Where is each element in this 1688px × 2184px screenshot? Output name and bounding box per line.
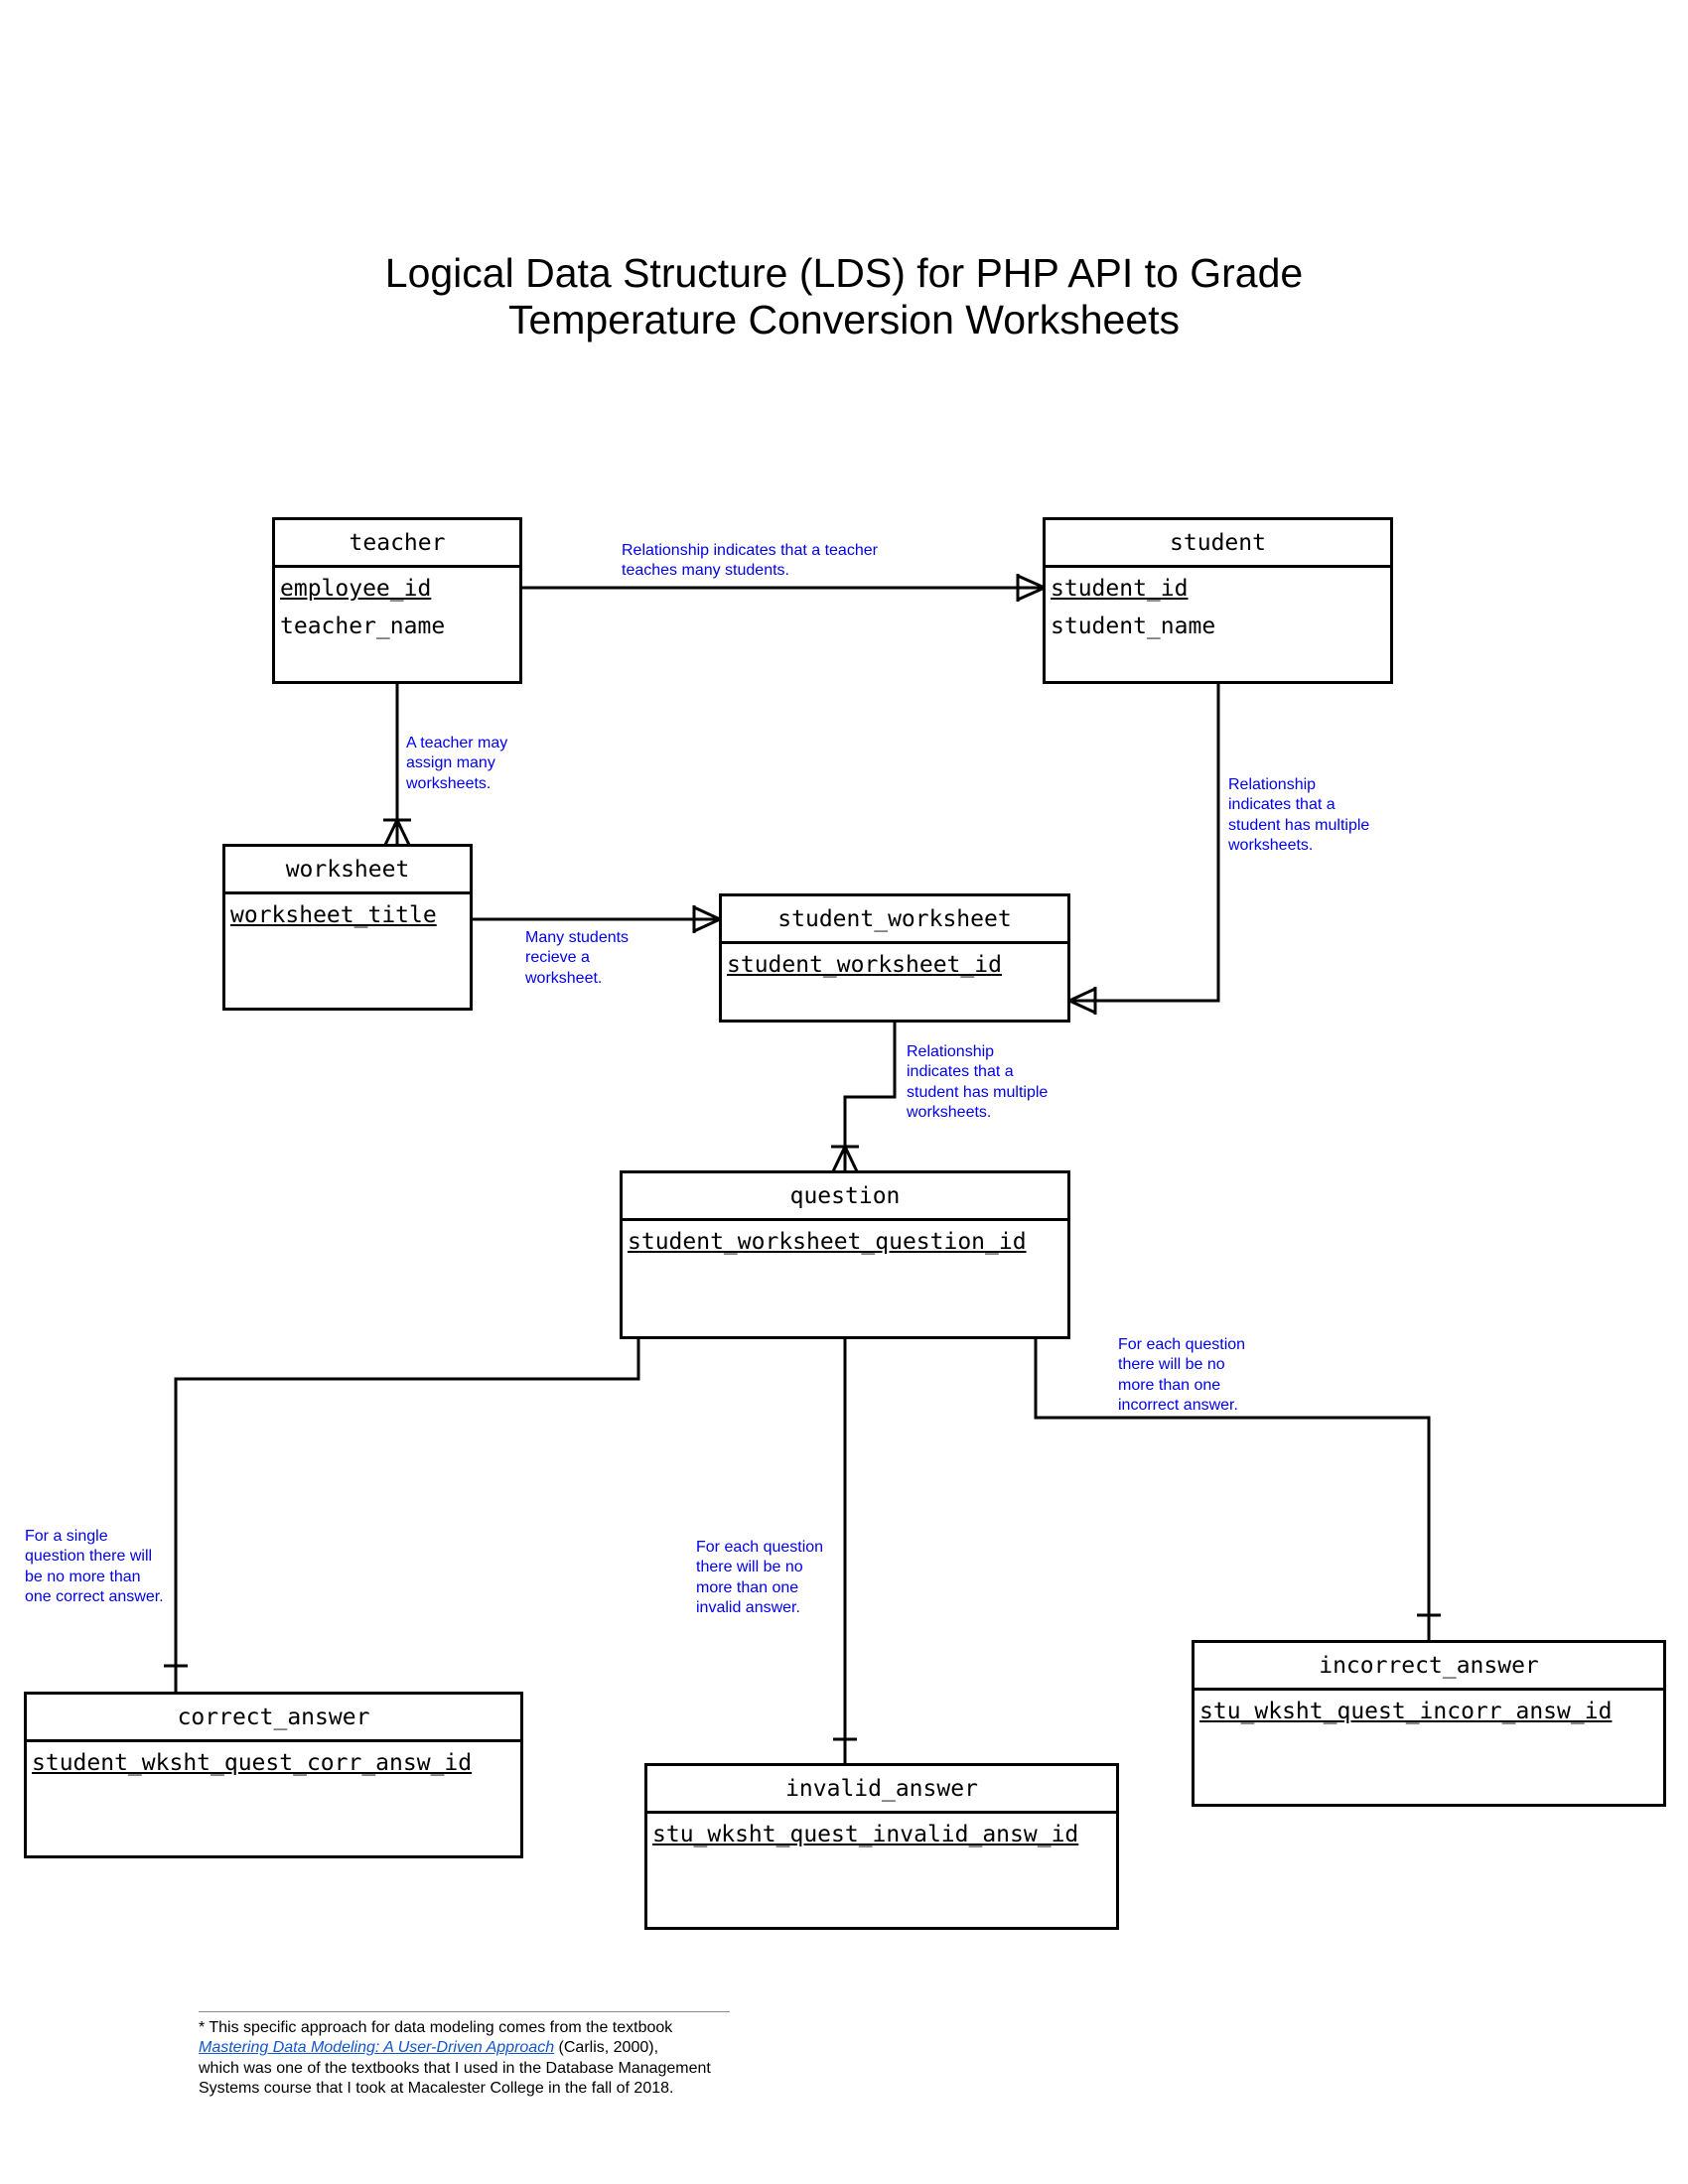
- entity-key-attribute: employee_id: [280, 576, 432, 602]
- crowfoot-student: [1016, 574, 1046, 602]
- crowfoot-question: [831, 1145, 859, 1172]
- footnote-citation: (Carlis, 2000),: [554, 2039, 659, 2057]
- entity-name: correct_answer: [27, 1695, 520, 1742]
- crowfoot-student-worksheet-right: [1068, 987, 1097, 1015]
- note-student-student-worksheet: Relationship indicates that a student ha…: [1228, 776, 1370, 854]
- entity-key-attribute: student_worksheet_question_id: [628, 1229, 1027, 1255]
- crowfoot-worksheet: [383, 818, 411, 846]
- crowfoot-student-worksheet-left: [692, 905, 721, 933]
- entity-key-attribute: student_worksheet_id: [727, 952, 1002, 978]
- note-question-invalid-answer: For each question there will be no more …: [696, 1539, 824, 1616]
- note-worksheet-student-worksheet: Many students recieve a worksheet.: [525, 929, 630, 987]
- entity-student: student student_id student_name: [1043, 517, 1393, 684]
- diagram-title: Logical Data Structure (LDS) for PHP API…: [0, 250, 1688, 343]
- entity-worksheet: worksheet worksheet_title: [222, 844, 473, 1011]
- entity-key-attribute: student_id: [1051, 576, 1189, 602]
- footnote-rest: which was one of the textbooks that I us…: [199, 2059, 711, 2097]
- entity-key-attribute: student_wksht_quest_corr_answ_id: [32, 1750, 473, 1776]
- entity-correct-answer: correct_answer student_wksht_quest_corr_…: [24, 1692, 523, 1858]
- line-question-incorrect-answer: [1034, 1338, 1431, 1641]
- entity-key-attribute: worksheet_title: [230, 902, 437, 928]
- note-teacher-student: Relationship indicates that a teacher te…: [622, 542, 878, 580]
- note-question-correct-answer: For a single question there will be no m…: [25, 1528, 164, 1605]
- entity-name: incorrect_answer: [1195, 1643, 1663, 1691]
- note-teacher-worksheet: A teacher may assign many worksheets.: [406, 735, 508, 792]
- title-line-2: Temperature Conversion Worksheets: [507, 297, 1181, 342]
- line-student-student-worksheet: [1069, 683, 1220, 1003]
- entity-key-attribute: stu_wksht_quest_incorr_answ_id: [1199, 1699, 1613, 1724]
- entity-name: invalid_answer: [647, 1766, 1116, 1814]
- entity-name: student_worksheet: [722, 896, 1067, 944]
- entity-question: question student_worksheet_question_id: [620, 1170, 1070, 1339]
- entity-key-attribute: stu_wksht_quest_invalid_answ_id: [652, 1822, 1079, 1847]
- entity-attribute: student_name: [1051, 614, 1216, 639]
- book-title-link[interactable]: Mastering Data Modeling: A User-Driven A…: [199, 2039, 555, 2057]
- entity-name: question: [623, 1173, 1067, 1221]
- entity-teacher: teacher employee_id teacher_name: [272, 517, 522, 684]
- footnote-prefix: * This specific approach for data modeli…: [199, 2019, 673, 2036]
- note-question-incorrect-answer: For each question there will be no more …: [1118, 1336, 1246, 1414]
- line-question-correct-answer: [174, 1338, 640, 1693]
- note-student-worksheet-question: Relationship indicates that a student ha…: [907, 1043, 1049, 1121]
- footnote-citation-line: Mastering Data Modeling: A User-Driven A…: [199, 2038, 730, 2058]
- line-student-worksheet-question: [843, 1022, 897, 1171]
- entity-name: teacher: [275, 520, 519, 568]
- footnote: * This specific approach for data modeli…: [199, 2011, 730, 2099]
- entity-name: worksheet: [225, 847, 470, 894]
- entity-name: student: [1046, 520, 1390, 568]
- entity-invalid-answer: invalid_answer stu_wksht_quest_invalid_a…: [644, 1763, 1119, 1930]
- entity-student-worksheet: student_worksheet student_worksheet_id: [719, 893, 1070, 1023]
- entity-incorrect-answer: incorrect_answer stu_wksht_quest_incorr_…: [1192, 1640, 1666, 1807]
- title-line-1: Logical Data Structure (LDS) for PHP API…: [384, 250, 1304, 296]
- entity-attribute: teacher_name: [280, 614, 446, 639]
